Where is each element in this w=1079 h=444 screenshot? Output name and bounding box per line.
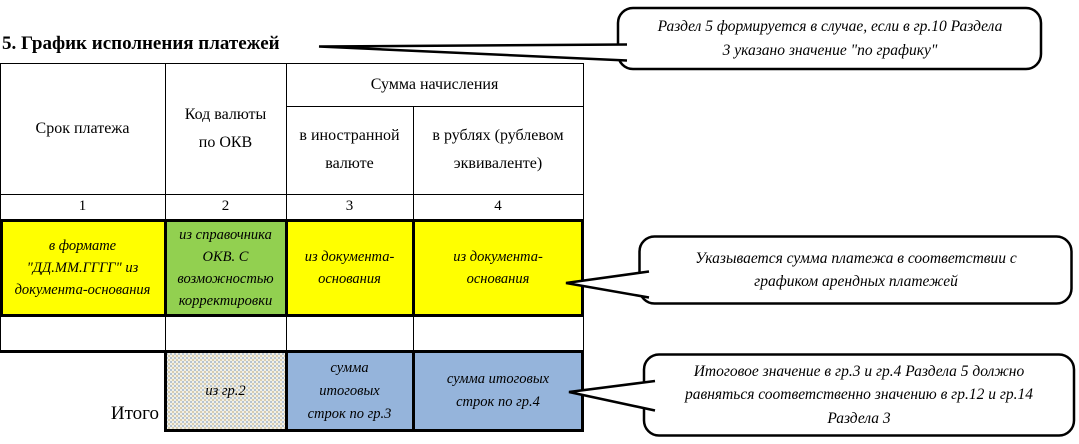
table-border-line [0,194,584,195]
hint-fill-col2 [165,220,286,315]
table-border-line [165,63,166,220]
header-accrual-amount: Сумма начисления [370,75,499,93]
section-title: 5. График исполнения платежей [2,33,280,54]
table-border-line [286,314,287,352]
total-fill-col2 [165,352,286,430]
callout-note-totals: Итоговое значение в гр.3 и гр.4 Раздела … [684,362,1034,427]
header-payment-term: Срок платежа [35,119,130,137]
col-number-1: 1 [78,198,87,214]
header-foreign-currency: в иностранной валюте [299,127,400,172]
hint-cell-col3: из документа- основания [304,248,395,287]
col-number-3: 3 [345,198,354,214]
table-border-line [165,314,166,352]
hint-fill-col1 [0,220,165,315]
totals-cell-col3: сумма итоговых строк по гр.3 [307,359,392,422]
hint-cell-col1: в формате "ДД.ММ.ГГГГ" из документа-осно… [14,237,151,298]
table-border-line [164,219,167,317]
table-border-line [0,219,3,317]
table-border-line [413,106,414,220]
table-border-line [0,63,584,64]
table-border-line [0,219,584,222]
table-border-line [0,314,1,352]
table-border-line [0,350,584,353]
col-number-4: 4 [494,198,502,214]
table-border-line [285,350,288,432]
table-border-line [412,350,415,432]
table-border-line [0,63,1,220]
hint-fill-col3 [286,220,413,315]
table-border-line [412,219,415,317]
table-border-line [164,350,167,432]
totals-label: Итого [110,403,159,424]
table-border-line [164,429,584,432]
table-border-line [583,314,584,352]
totals-cell-col4: сумма итоговых строк по гр.4 [446,371,550,410]
totals-cell-col2: из гр.2 [205,382,246,399]
hint-fill-col4 [413,220,583,315]
table-border-line [583,63,584,220]
col-number-2: 2 [221,198,230,214]
hint-cell-col4: из документа- основания [453,248,543,287]
total-fill-col4 [413,352,583,430]
table-border-line [286,63,287,220]
table-border-line [285,219,288,317]
header-rubles: в рублях (рублевом эквиваленте) [432,127,564,172]
callout-note-section5: Раздел 5 формируется в случае, если в гр… [657,18,1003,59]
table-border-line [581,219,584,317]
header-currency-code: Код валюты по ОКВ [184,105,267,151]
table-border-line [0,314,584,317]
total-fill-col3 [286,352,413,430]
table-border-line [413,314,414,352]
callout-note-payment-sum: Указывается сумма платежа в соответствии… [695,249,1017,291]
hint-cell-col2: из справочника ОКВ. С возможностью корре… [177,226,274,309]
table-border-line [286,106,584,107]
